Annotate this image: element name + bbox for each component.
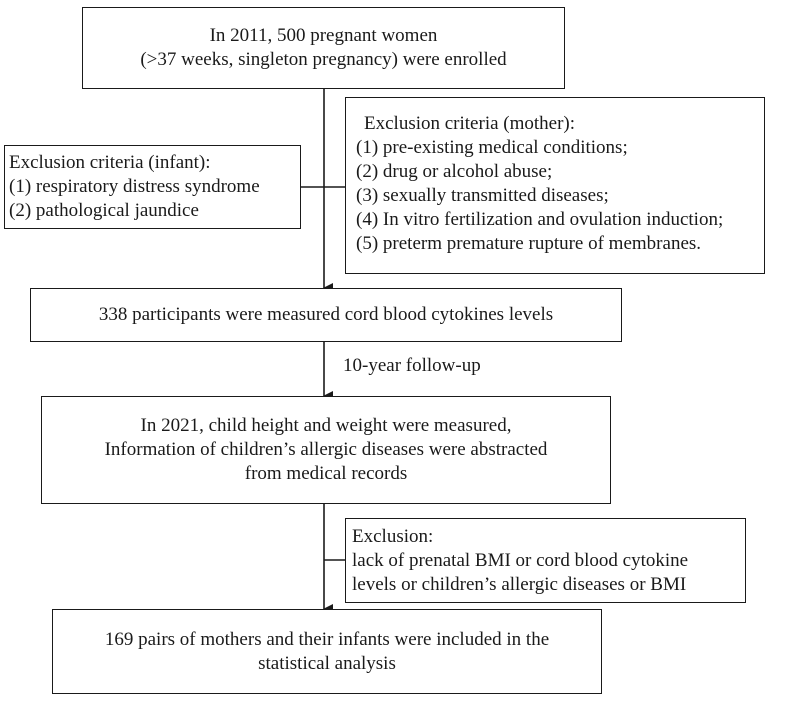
measured-2021-line-3: from medical records xyxy=(244,463,408,484)
measured-2021-box: In 2021, child height and weight were me… xyxy=(41,396,611,504)
exclusion-infant-title: Exclusion criteria (infant): xyxy=(9,152,211,173)
enrolled-box: In 2011, 500 pregnant women (>37 weeks, … xyxy=(82,7,565,89)
exclusion-infant-item-2: (2) pathological jaundice xyxy=(9,200,199,221)
exclusion-mother-item-5: (5) preterm premature rupture of membran… xyxy=(356,233,702,254)
exclusion-infant-item-1: (1) respiratory distress syndrome xyxy=(9,176,260,197)
enrolled-line-2: (>37 weeks, singleton pregnancy) were en… xyxy=(140,49,507,70)
measured-line: 338 participants were measured cord bloo… xyxy=(98,304,554,325)
exclusion-mother-box: Exclusion criteria (mother): (1) pre-exi… xyxy=(345,97,765,274)
exclusion-final-line-1: lack of prenatal BMI or cord blood cytok… xyxy=(352,550,689,571)
exclusion-final-box: Exclusion: lack of prenatal BMI or cord … xyxy=(345,518,746,603)
included-line-1: 169 pairs of mothers and their infants w… xyxy=(104,628,550,650)
followup-label: 10-year follow-up xyxy=(343,355,481,376)
exclusion-mother-item-3: (3) sexually transmitted diseases; xyxy=(356,185,609,206)
exclusion-mother-title: Exclusion criteria (mother): xyxy=(364,113,576,134)
enrolled-line-1: In 2011, 500 pregnant women xyxy=(209,25,438,46)
measured-2021-line-1: In 2021, child height and weight were me… xyxy=(140,415,512,436)
measured-box: 338 participants were measured cord bloo… xyxy=(30,288,622,342)
included-box: 169 pairs of mothers and their infants w… xyxy=(52,609,602,694)
included-line-2: statistical analysis xyxy=(258,652,396,674)
exclusion-infant-box: Exclusion criteria (infant): (1) respira… xyxy=(4,145,301,229)
measured-2021-line-2: Information of children’s allergic disea… xyxy=(104,439,548,460)
exclusion-mother-item-2: (2) drug or alcohol abuse; xyxy=(356,161,553,182)
exclusion-mother-item-4: (4) In vitro fertilization and ovulation… xyxy=(356,209,724,230)
exclusion-final-title: Exclusion: xyxy=(352,526,434,547)
exclusion-mother-item-1: (1) pre-existing medical conditions; xyxy=(356,137,628,158)
exclusion-final-line-2: levels or children’s allergic diseases o… xyxy=(352,574,687,595)
